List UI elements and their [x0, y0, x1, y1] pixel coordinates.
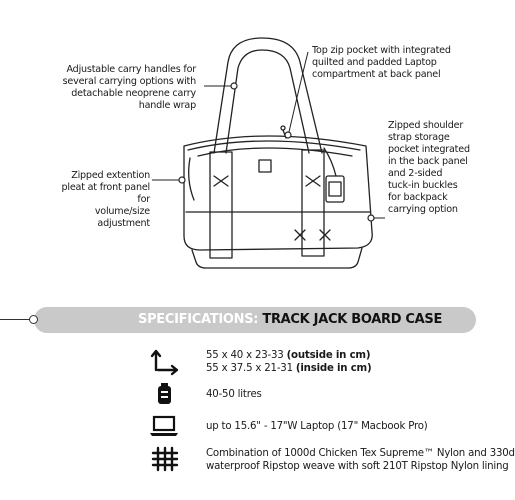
callout-top-zip-pocket: Top zip pocket with integrated quilted a…	[312, 45, 482, 81]
fabric-grid-icon	[151, 446, 179, 472]
callout-line: Zipped shoulder	[388, 120, 464, 131]
callout-line: Zipped extention	[71, 170, 150, 181]
callout-line: in the back panel	[388, 156, 468, 167]
callout-line: Top zip pocket with integrated	[312, 45, 451, 56]
spec-line: up to 15.6" - 17"W Laptop (17" Macbook P…	[206, 421, 428, 432]
spec-line-value: 55 x 37.5 x 21-31	[206, 363, 296, 374]
product-name: TRACK JACK BOARD CASE	[262, 312, 443, 327]
dimensions-arrows-icon	[150, 349, 179, 376]
spec-line-note: (outside in cm)	[286, 350, 371, 361]
specifications-label: SPECIFICATIONS:	[138, 312, 259, 327]
callout-line: pocket integrated	[388, 144, 470, 155]
callout-line: volume/size adjustment	[94, 206, 150, 229]
spec-line-value: 55 x 40 x 23-33	[206, 350, 287, 361]
callout-line: quilted and padded Laptop	[312, 57, 437, 68]
callout-line: several carrying options with	[62, 76, 197, 87]
callout-line: for backpack	[388, 192, 448, 203]
specifications-banner: SPECIFICATIONS: TRACK JACK BOARD CASE	[0, 304, 500, 334]
callout-line: handle wrap	[138, 100, 197, 111]
spec-line-note: (inside in cm)	[295, 363, 372, 374]
callout-line: strap storage	[388, 132, 450, 143]
callout-zipped-extension: Zipped extention pleat at front panel fo…	[48, 170, 150, 230]
laptop-icon	[150, 415, 178, 436]
callout-line: pleat at front panel for	[61, 182, 150, 205]
spec-line: Combination of 1000d Chicken Tex Supreme…	[206, 448, 515, 459]
banner-connector-dot	[29, 315, 38, 324]
callout-line: tuck-in buckles	[388, 180, 458, 191]
callout-shoulder-strap-pocket: Zipped shoulder strap storage pocket int…	[388, 120, 498, 216]
specifications-title: SPECIFICATIONS: TRACK JACK BOARD CASE	[138, 312, 442, 327]
spec-line: 55 x 40 x 23-33 (outside in cm)	[206, 349, 371, 362]
spec-line: waterproof Ripstop weave with soft 210T …	[206, 461, 509, 472]
spec-line: 55 x 37.5 x 21-31 (inside in cm)	[206, 362, 372, 375]
callout-line: Adjustable carry handles for	[66, 64, 196, 75]
volume-jar-icon	[158, 383, 171, 404]
banner-connector-line	[0, 319, 30, 321]
callout-line: detachable neoprene carry	[71, 88, 196, 99]
spec-line: 40-50 litres	[206, 389, 262, 400]
banner-pill	[34, 307, 476, 333]
callout-line: carrying option	[388, 204, 458, 215]
bag-illustration	[152, 37, 385, 269]
callout-line: and 2-sided	[388, 168, 443, 179]
callout-line: compartment at back panel	[312, 69, 441, 80]
callout-carry-handles: Adjustable carry handles for several car…	[46, 64, 197, 112]
